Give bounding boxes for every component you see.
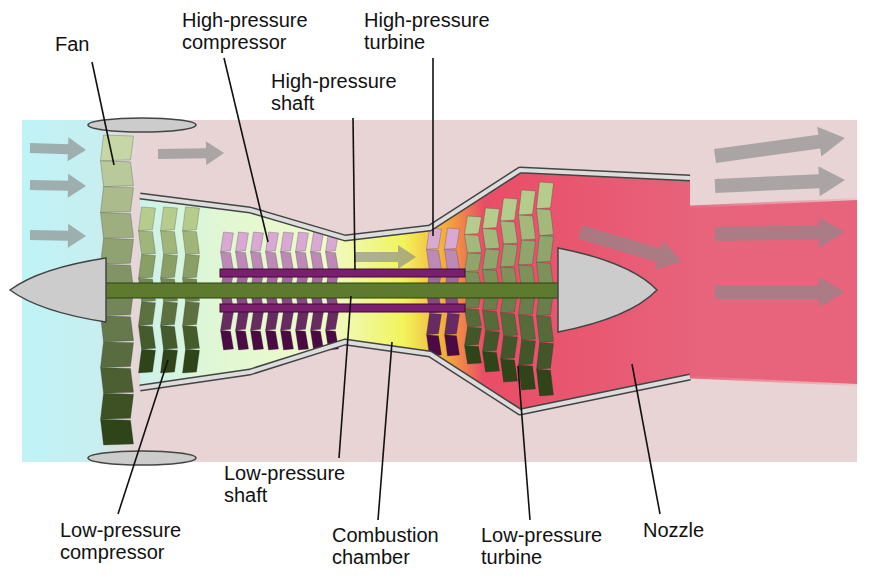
flow-arrow xyxy=(714,127,845,163)
engine-casing xyxy=(140,170,690,412)
leader-lines xyxy=(92,58,660,520)
part-label: Combustion chamber xyxy=(332,524,482,568)
flow-arrow xyxy=(715,217,845,247)
flow-arrow xyxy=(30,137,86,161)
high-pressure-shaft xyxy=(220,304,465,312)
spinner xyxy=(10,258,106,322)
part-label: High-pressure turbine xyxy=(364,9,514,53)
part-label: Low-pressure compressor xyxy=(60,519,220,563)
flow-arrow xyxy=(158,141,224,165)
part-label: High-pressure compressor xyxy=(182,9,332,53)
flow-arrow xyxy=(354,245,416,269)
high-pressure-shaft xyxy=(220,269,465,277)
part-label: Low-pressure turbine xyxy=(481,524,631,568)
low-pressure-shaft xyxy=(105,283,560,298)
flow-arrows xyxy=(30,127,845,307)
tail-cone xyxy=(558,248,657,332)
flow-arrow xyxy=(715,166,845,196)
bypass-air xyxy=(22,120,857,462)
flow-arrow xyxy=(30,174,86,198)
part-label: Nozzle xyxy=(643,519,733,541)
part-label: High-pressure shaft xyxy=(271,70,421,114)
part-label: Low-pressure shaft xyxy=(224,462,374,506)
flow-arrow xyxy=(578,225,682,269)
flow-arrow xyxy=(30,224,86,248)
nacelle-lip xyxy=(88,451,196,465)
flow-arrow xyxy=(715,277,845,307)
part-label: Fan xyxy=(55,33,115,55)
